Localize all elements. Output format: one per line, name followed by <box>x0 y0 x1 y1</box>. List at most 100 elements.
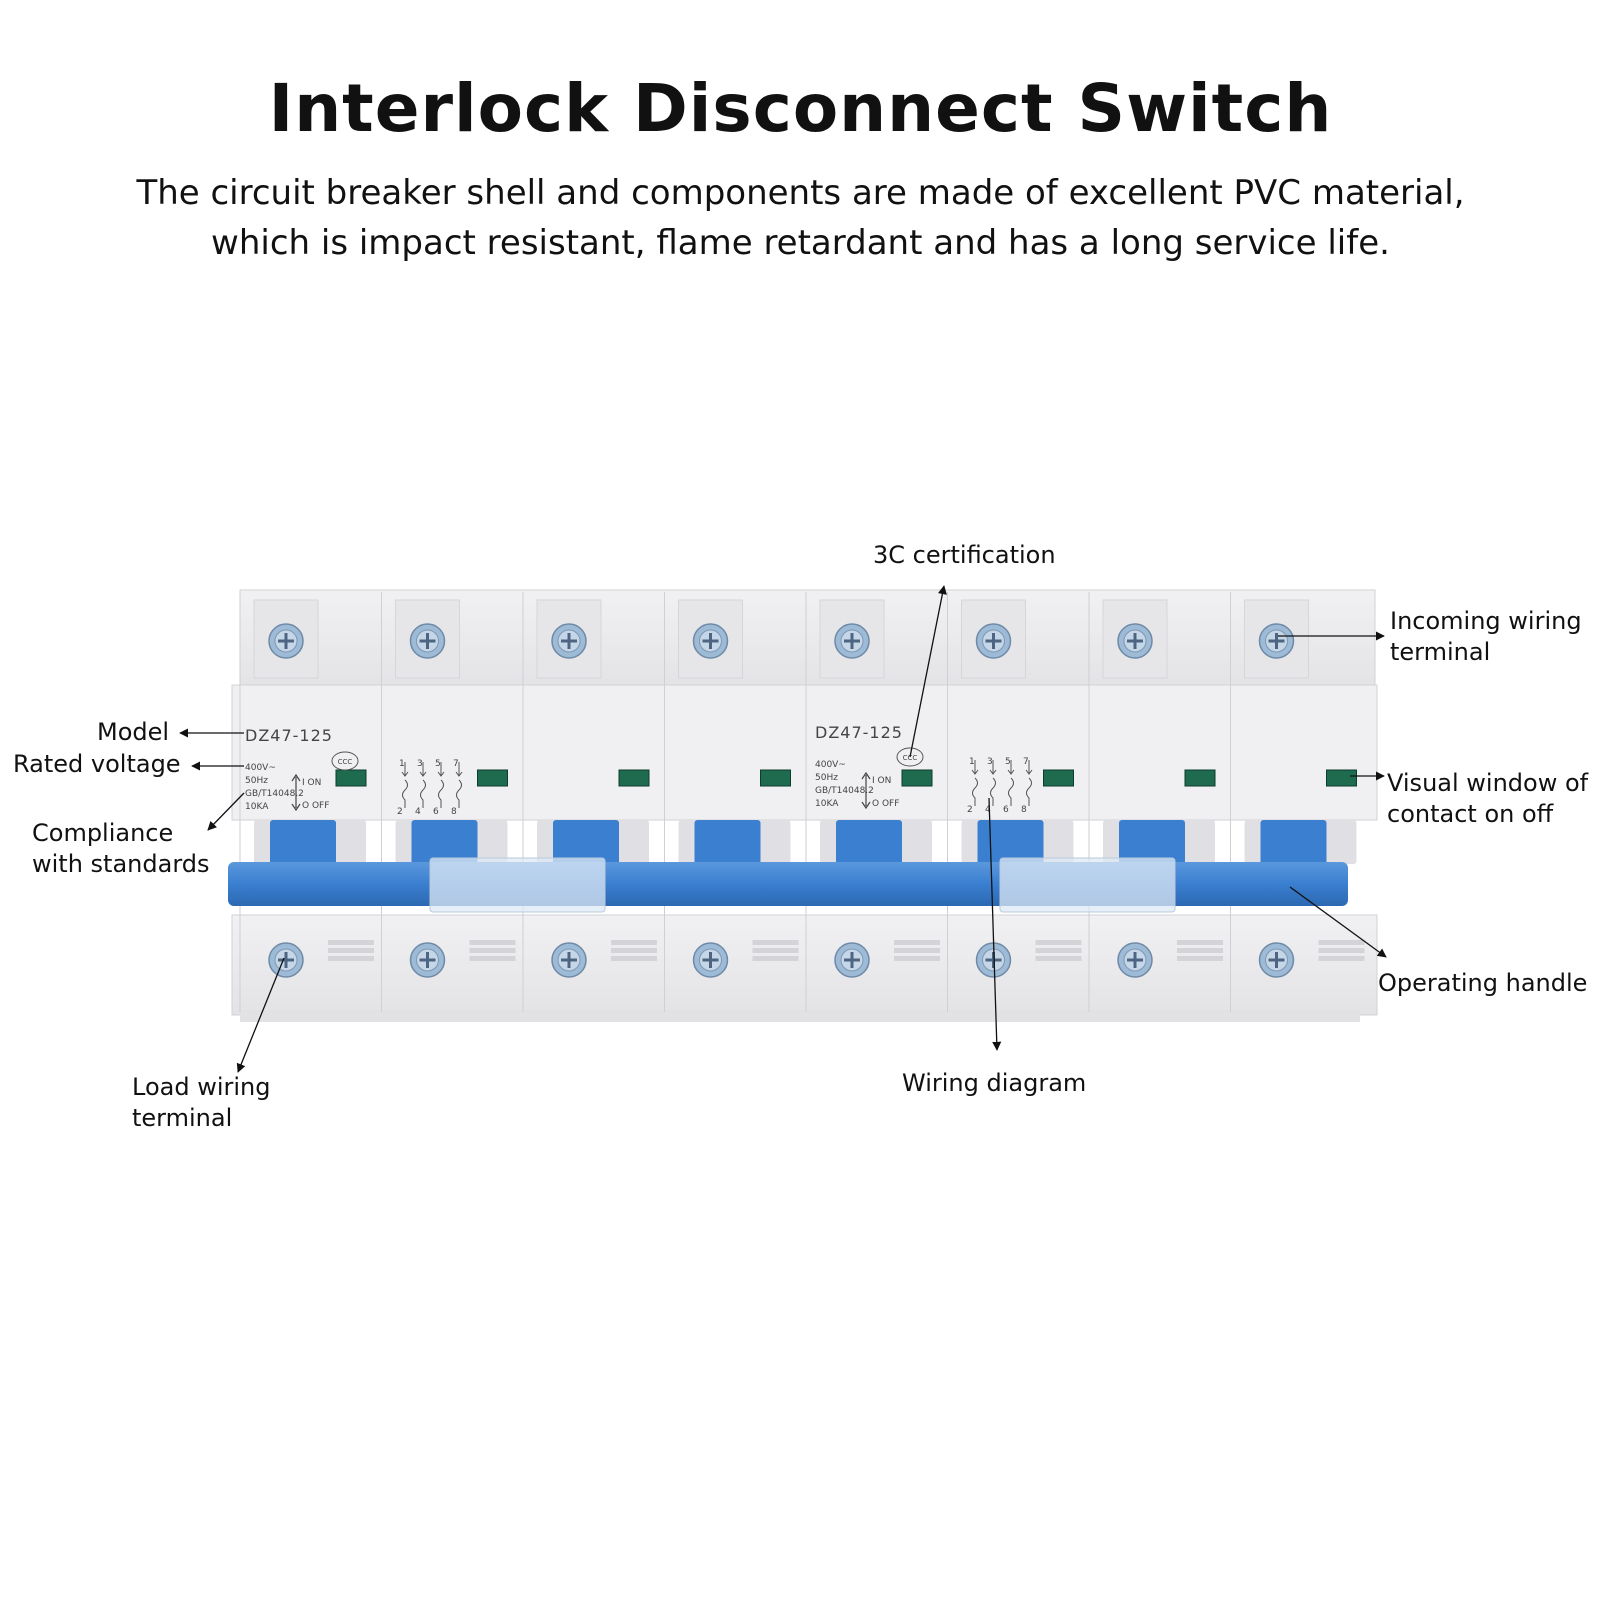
incoming-terminal-screw-icon <box>692 623 729 659</box>
label-incoming-line-2: terminal <box>1390 638 1491 666</box>
vent-slot <box>1035 940 1082 945</box>
pole-symbol <box>989 760 997 806</box>
vent-slot <box>328 948 374 953</box>
nameplate-unit-1: DZ47-125 400V~ 50Hz GB/T14048.2 10KA I O… <box>245 726 359 812</box>
label-compliance-line-1: Compliance <box>32 819 174 847</box>
vent-slot <box>752 956 799 961</box>
on-indicator: I ON <box>302 778 321 788</box>
off-indicator: O OFF <box>302 801 329 811</box>
terminal-number-bottom: 2 <box>967 805 973 815</box>
terminal-number-top: 1 <box>969 757 975 767</box>
pole-symbol <box>437 762 445 808</box>
leader-3c <box>909 585 947 758</box>
terminal-number-bottom: 6 <box>433 807 439 817</box>
contact-window <box>335 769 367 787</box>
contact-window <box>1043 769 1074 787</box>
handle-lever <box>1119 820 1185 866</box>
vent-slot <box>1318 948 1365 953</box>
spec-frequency: 50Hz <box>245 776 268 786</box>
terminal-number-bottom: 8 <box>1021 805 1027 815</box>
leader-lines <box>179 585 1387 1073</box>
handle-lever <box>411 820 478 866</box>
contact-window <box>1326 769 1357 787</box>
label-load-terminal: Load wiring terminal <box>132 1072 270 1134</box>
terminal-number-bottom: 4 <box>415 807 421 817</box>
vent-slot <box>1177 956 1223 961</box>
label-compliance: Compliance with standards <box>32 818 210 880</box>
spec-breaking: 10KA <box>245 802 269 812</box>
terminal-number-top: 3 <box>417 759 423 769</box>
handle-lever <box>836 820 902 866</box>
model-text: DZ47-125 <box>245 726 333 745</box>
vent-slot <box>328 956 374 961</box>
load-terminal-screw-icon <box>409 942 446 978</box>
terminal-number-bottom: 8 <box>451 807 457 817</box>
label-window-line-2: contact on off <box>1387 800 1554 828</box>
cert-mark-text: CCC <box>338 758 353 766</box>
load-terminal-screw-icon <box>692 942 729 978</box>
ccc-mark-icon-2: CCC <box>896 747 924 767</box>
load-terminal-screw-icon <box>1117 942 1153 978</box>
label-window-line-1: Visual window of <box>1387 769 1589 797</box>
contact-window <box>618 769 650 787</box>
spec-voltage-2: 400V~ <box>815 760 846 770</box>
handle-lever <box>553 820 619 866</box>
vent-slot <box>611 948 657 953</box>
terminal-number-top: 5 <box>1005 757 1011 767</box>
label-load-line-2: terminal <box>132 1104 233 1132</box>
vent-slot <box>469 948 516 953</box>
label-rated-voltage: Rated voltage <box>13 750 181 778</box>
incoming-terminal-screw-icon <box>1258 623 1295 659</box>
vent-slot <box>1035 956 1082 961</box>
incoming-terminal-screw-icon <box>975 623 1012 659</box>
leader-wiring <box>988 797 1002 1051</box>
terminal-number-top: 7 <box>1023 757 1029 767</box>
cert-mark-text-2: CCC <box>903 754 918 762</box>
spec-standard-2: GB/T14048.2 <box>815 786 874 796</box>
vent-slot <box>1177 948 1223 953</box>
page-subtitle: The circuit breaker shell and components… <box>60 168 1541 268</box>
vent-slot <box>752 948 799 953</box>
terminal-number-bottom: 2 <box>397 807 403 817</box>
load-terminal-screw-icon <box>1258 942 1295 978</box>
page-title: Interlock Disconnect Switch <box>268 70 1333 147</box>
contact-window <box>1184 769 1216 787</box>
incoming-terminal-screw-icon <box>551 623 587 659</box>
spec-frequency-2: 50Hz <box>815 773 838 783</box>
terminal-number-top: 7 <box>453 759 459 769</box>
vent-slot <box>1318 956 1365 961</box>
vent-slot <box>611 956 657 961</box>
handle-lever <box>270 820 336 866</box>
terminal-number-bottom: 6 <box>1003 805 1009 815</box>
terminal-number-top: 3 <box>987 757 993 767</box>
label-wiring-diagram: Wiring diagram <box>902 1069 1087 1097</box>
vent-slot <box>469 956 516 961</box>
spec-voltage: 400V~ <box>245 763 276 773</box>
load-terminal-screw-icon <box>551 942 587 978</box>
vent-slot <box>469 940 516 945</box>
vent-slot <box>1177 940 1223 945</box>
on-indicator-2: I ON <box>872 776 891 786</box>
handle-lever <box>977 820 1044 866</box>
ccc-mark-icon: CCC <box>331 751 359 771</box>
subtitle-line-1: The circuit breaker shell and components… <box>136 173 1465 213</box>
load-terminal-screw-icon <box>268 942 304 978</box>
incoming-terminal-screw-icon <box>834 623 870 659</box>
model-text-2: DZ47-125 <box>815 723 903 742</box>
terminal-number-top: 5 <box>435 759 441 769</box>
label-visual-window: Visual window of contact on off <box>1387 768 1588 830</box>
handle-lever <box>694 820 761 866</box>
nameplate-unit-2: DZ47-125 400V~ 50Hz GB/T14048.2 10KA I O… <box>815 723 924 810</box>
label-model: Model <box>97 718 170 746</box>
incoming-terminal-screw-icon <box>268 623 304 659</box>
spec-standard: GB/T14048.2 <box>245 789 304 799</box>
contact-window <box>760 769 791 787</box>
vent-slot <box>894 948 940 953</box>
vent-slot <box>1318 940 1365 945</box>
vent-slot <box>328 940 374 945</box>
vent-slot <box>611 940 657 945</box>
operating-handle-bar[interactable] <box>228 857 1348 913</box>
vent-slot <box>894 956 940 961</box>
